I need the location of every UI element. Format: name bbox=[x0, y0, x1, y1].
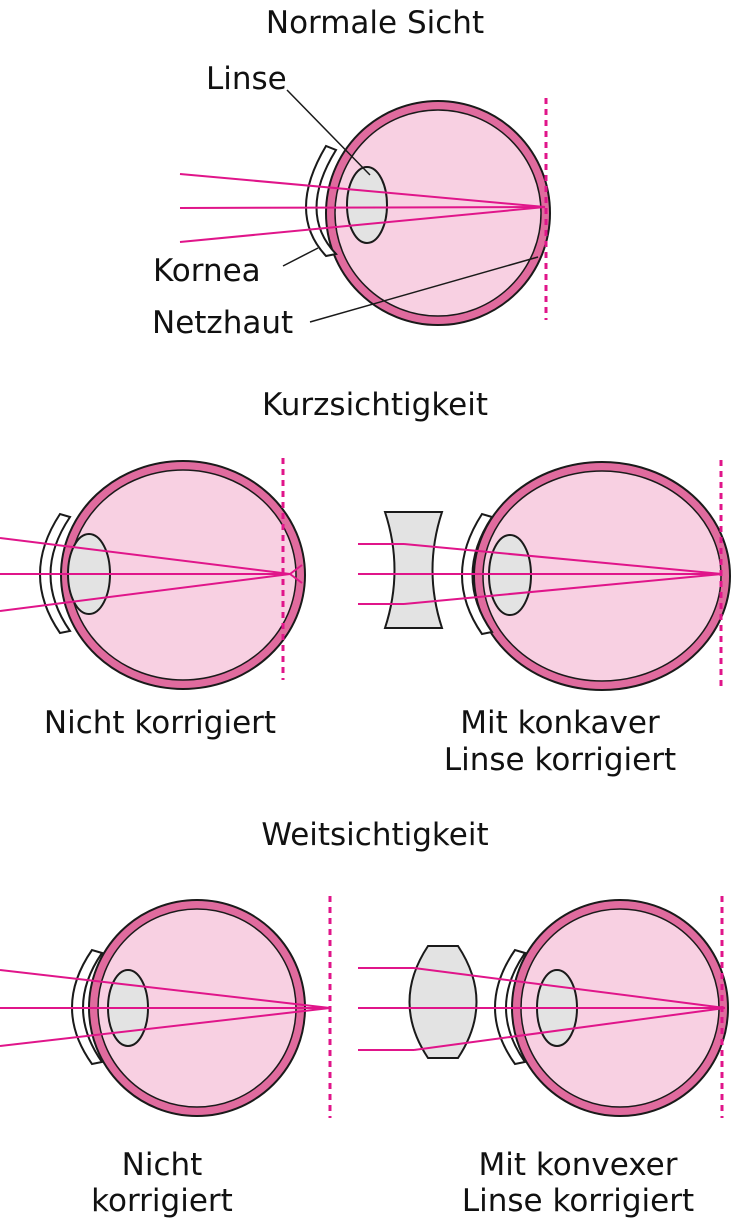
cornea bbox=[461, 512, 494, 636]
label-retina: Netzhaut bbox=[152, 305, 294, 341]
caption-hyperopia-uncorrected-line2: korrigiert bbox=[91, 1183, 233, 1219]
crystalline-lens bbox=[346, 166, 388, 244]
light-rays bbox=[179, 173, 546, 243]
eye-hyperopia-corrected bbox=[358, 896, 729, 1118]
eye-interior bbox=[334, 109, 542, 317]
caption-myopia-corrected-line1: Mit konkaver bbox=[460, 705, 660, 741]
label-cornea: Kornea bbox=[153, 253, 261, 289]
title-myopia: Kurzsichtigkeit bbox=[261, 387, 489, 423]
caption-hyperopia-corrected-line1: Mit konvexer bbox=[478, 1147, 678, 1183]
eye-normal bbox=[179, 89, 551, 326]
concave-lens bbox=[383, 511, 444, 629]
title-hyperopia: Weitsichtigkeit bbox=[261, 817, 489, 853]
light-rays bbox=[0, 969, 331, 1047]
light-rays bbox=[358, 543, 723, 605]
eye-myopia-corrected bbox=[358, 460, 731, 691]
label-lens: Linse bbox=[206, 61, 287, 97]
caption-myopia-uncorrected: Nicht korrigiert bbox=[43, 705, 277, 741]
eye-hyperopia-uncorrected bbox=[0, 896, 332, 1118]
caption-myopia-corrected-line2: Linse korrigiert bbox=[443, 742, 677, 778]
light-rays bbox=[0, 537, 303, 612]
caption-hyperopia-corrected-line2: Linse korrigiert bbox=[461, 1183, 695, 1219]
caption-hyperopia-uncorrected-line1: Nicht bbox=[121, 1147, 203, 1183]
title-normal: Normale Sicht bbox=[265, 5, 485, 41]
leader-cornea bbox=[282, 247, 319, 267]
eye-myopia-uncorrected bbox=[0, 458, 306, 690]
leader-retina bbox=[309, 256, 539, 323]
leader-lens bbox=[286, 89, 371, 176]
convex-lens bbox=[408, 945, 478, 1059]
light-rays bbox=[358, 967, 726, 1051]
